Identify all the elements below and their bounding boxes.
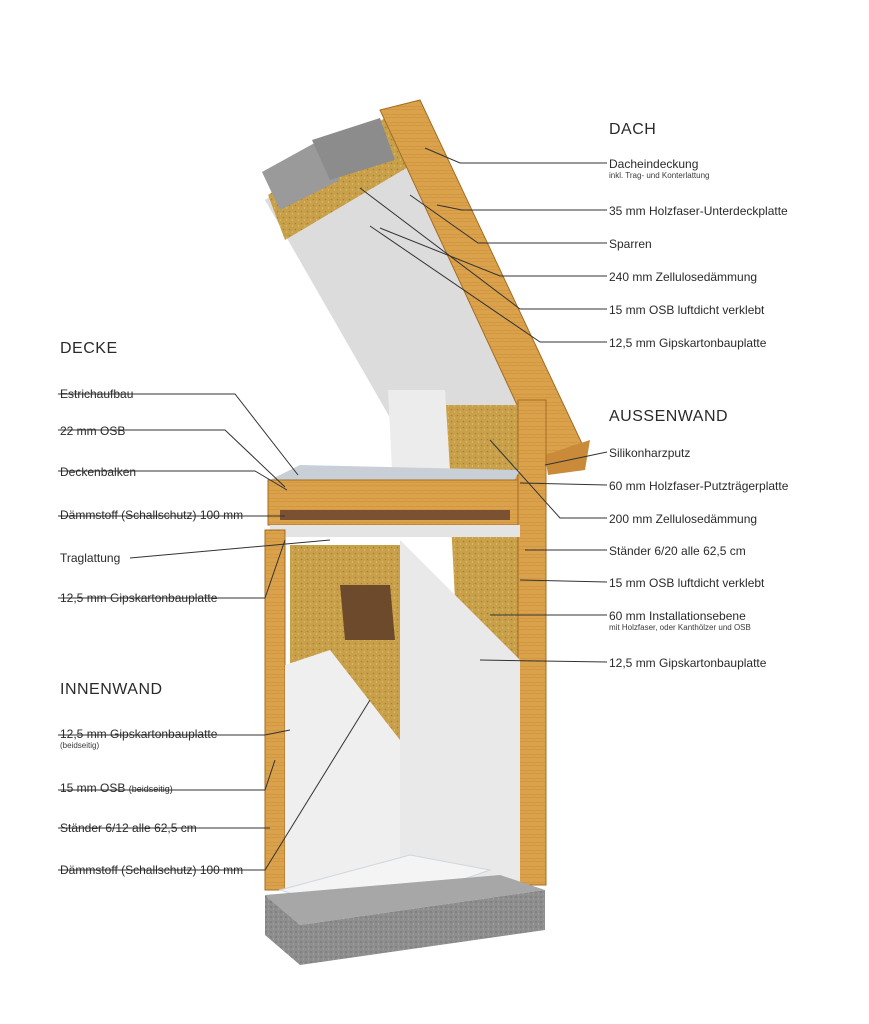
exterior-wall-gypsum xyxy=(400,540,520,890)
label-dacheindeckung: Dacheindeckung inkl. Trag- und Konterlat… xyxy=(609,157,710,180)
label-estrichaufbau: Estrichaufbau xyxy=(60,387,134,401)
floor-concrete-front xyxy=(300,890,545,965)
label-interior-daemmstoff: Dämmstoff (Schallschutz) 100 mm xyxy=(60,863,244,877)
floor-concrete xyxy=(265,895,300,965)
label-holzfaser-unterdeckplatte: 35 mm Holzfaser-Unterdeckplatte xyxy=(609,204,788,218)
ceiling-osb-strip xyxy=(280,510,510,520)
ceiling-gypsum xyxy=(270,525,520,537)
label-roof-gipskarton: 12,5 mm Gipskartonbauplatte xyxy=(609,336,767,350)
label-roof-zellulosedaemmung: 240 mm Zellulosedämmung xyxy=(609,270,758,284)
label-roof-osb: 15 mm OSB luftdicht verklebt xyxy=(609,303,765,317)
label-holzfaser-putztraegerplatte: 60 mm Holzfaser-Putzträgerplatte xyxy=(609,479,789,493)
exterior-wall-plaster-block xyxy=(388,390,450,470)
interior-wall-studs xyxy=(340,585,395,640)
label-22mm-osb: 22 mm OSB xyxy=(60,424,126,438)
label-installationsebene: 60 mm Installationsebene mit Holzfaser, … xyxy=(609,609,751,632)
interior-wall-frame-left xyxy=(264,529,286,891)
label-wall-gipskarton: 12,5 mm Gipskartonbauplatte xyxy=(609,656,767,670)
roof-gray-block-2 xyxy=(312,118,395,180)
floor-concrete-top xyxy=(265,875,545,925)
label-wall-zellulosedaemmung: 200 mm Zellulosedämmung xyxy=(609,512,758,526)
label-interior-gipskarton: 12,5 mm Gipskartonbauplatte (beidseitig) xyxy=(60,727,218,750)
section-title-decke: DECKE xyxy=(60,340,118,357)
building-cutaway xyxy=(262,99,590,965)
label-deckenbalken: Deckenbalken xyxy=(60,465,137,479)
leader-lines xyxy=(58,147,608,871)
label-ceiling-daemmstoff: Dämmstoff (Schallschutz) 100 mm xyxy=(60,508,244,522)
section-title-dach: DACH xyxy=(609,121,657,138)
interior-wall-gypsum xyxy=(285,650,400,890)
label-wall-osb: 15 mm OSB luftdicht verklebt xyxy=(609,576,765,590)
label-ceiling-gipskarton: 12,5 mm Gipskartonbauplatte xyxy=(60,591,218,605)
label-traglattung: Traglattung xyxy=(60,551,121,565)
label-staender-6-20: Ständer 6/20 alle 62,5 cm xyxy=(609,544,746,558)
section-title-innenwand: INNENWAND xyxy=(60,681,163,698)
exterior-wall-stud xyxy=(517,399,547,886)
label-silikonharzputz: Silikonharzputz xyxy=(609,446,691,460)
section-title-aussenwand: AUSSENWAND xyxy=(609,408,729,425)
label-sparren: Sparren xyxy=(609,237,652,251)
label-interior-osb: 15 mm OSB (beidseitig) xyxy=(60,781,173,795)
label-staender-6-12: Ständer 6/12 alle 62,5 cm xyxy=(60,821,197,835)
roof-eave xyxy=(545,440,590,475)
